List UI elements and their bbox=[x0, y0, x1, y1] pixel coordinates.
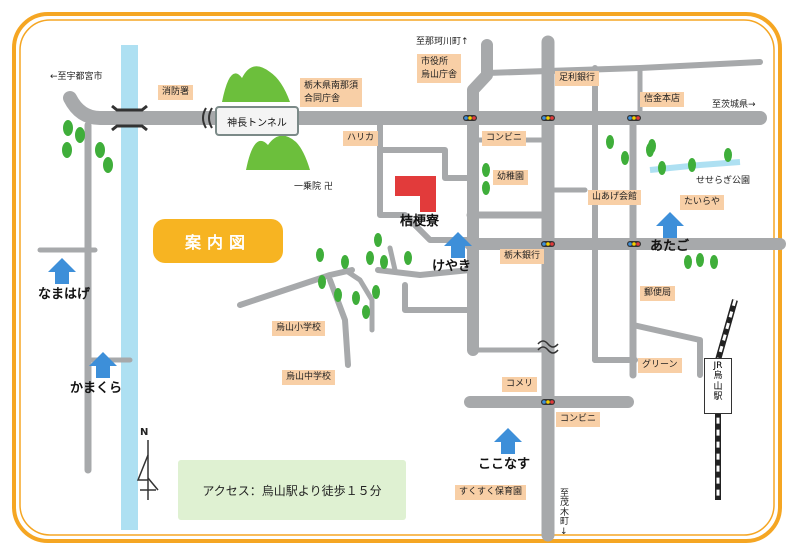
traffic-lights bbox=[463, 115, 641, 405]
north-label: N bbox=[140, 427, 149, 438]
access-info: アクセス：烏山駅より徒歩１５分 bbox=[178, 460, 406, 520]
jr-station-4: 駅 bbox=[713, 392, 723, 403]
jr-station-2: 烏 bbox=[713, 371, 723, 382]
landmark-post-office: 郵便局 bbox=[640, 286, 676, 301]
landmark-ashikaga-bank: 足利銀行 bbox=[555, 71, 600, 86]
kokonasu-icon bbox=[494, 428, 522, 454]
direction-nakagawa: 至那珂川町↑ bbox=[416, 37, 469, 47]
landmark-konbini-2: コンビニ bbox=[556, 412, 601, 427]
landmark-konbini-1: コンビニ bbox=[482, 131, 527, 146]
direction-utsunomiya: ←至宇都宮市 bbox=[50, 72, 103, 82]
landmark-shobosho: 消防署 bbox=[158, 85, 194, 100]
direction-ibaraki: 至茨城県→ bbox=[712, 100, 756, 110]
north-arrow-icon bbox=[136, 440, 159, 500]
facility-atako: あたご bbox=[650, 239, 690, 254]
jr-station-3: 山 bbox=[713, 381, 723, 392]
landmark-city-hall: 市役所烏山庁舎 bbox=[417, 54, 462, 84]
landmark-green: グリーン bbox=[638, 358, 682, 373]
map-title: 案内図 bbox=[153, 219, 283, 263]
landmark-kikyoryo: 桔梗寮 bbox=[400, 214, 440, 229]
facility-namahage: なまはげ bbox=[38, 287, 91, 302]
tunnel-break bbox=[202, 107, 207, 129]
landmark-tochigi-office-1: 栃木県南那須 bbox=[304, 81, 359, 91]
facility-kamakura: かまくら bbox=[70, 381, 123, 396]
landmark-shinkin: 信金本店 bbox=[640, 92, 685, 107]
facility-keyaki: けやき bbox=[432, 259, 472, 274]
map-frame bbox=[12, 12, 782, 543]
landmark-tochigi-bank: 栃木銀行 bbox=[500, 249, 545, 264]
landmark-kindergarten: 幼稚園 bbox=[493, 170, 529, 185]
landmark-city-hall-2: 烏山庁舎 bbox=[421, 69, 458, 80]
landmark-seseragi: せせらぎ公園 bbox=[696, 176, 751, 186]
landmark-ichijoin: 一乗院 卍 bbox=[294, 182, 333, 192]
road-break bbox=[537, 340, 559, 354]
landmark-city-hall-1: 市役所 bbox=[421, 57, 449, 67]
tunnel-label: 神長トンネル bbox=[215, 106, 299, 136]
landmark-tochigi-office: 栃木県南那須合同庁舎 bbox=[300, 78, 363, 108]
facility-kokonasu: ここなす bbox=[478, 457, 531, 472]
landmark-karasuyama-elem: 烏山小学校 bbox=[272, 321, 326, 336]
landmark-sukusuku: すくすく保育園 bbox=[455, 485, 527, 500]
direction-motegi: 至茂木町↓ bbox=[560, 489, 570, 537]
landmark-karasuyama-jhs: 烏山中学校 bbox=[282, 370, 336, 385]
landmark-jr-station: JR 烏 山 駅 bbox=[704, 358, 732, 414]
landmark-harika: ハリカ bbox=[343, 131, 379, 146]
landmark-tochigi-office-2: 合同庁舎 bbox=[304, 93, 341, 104]
landmark-komeri: コメリ bbox=[502, 377, 538, 392]
jr-station-1: JR bbox=[713, 361, 723, 371]
tunnel-break-2 bbox=[208, 107, 213, 129]
river bbox=[121, 45, 138, 530]
mountains bbox=[222, 66, 310, 170]
trees bbox=[62, 120, 732, 319]
stream bbox=[649, 159, 741, 173]
keyaki-icon bbox=[444, 232, 472, 258]
kikyoryo-building bbox=[395, 176, 436, 212]
namahage-icon bbox=[48, 258, 76, 284]
landmark-yamaage: 山あげ会館 bbox=[588, 190, 642, 205]
kamakura-icon bbox=[89, 352, 117, 378]
facility-arrows bbox=[48, 212, 684, 454]
bridge bbox=[111, 104, 148, 132]
map-frame-inner bbox=[19, 19, 775, 536]
landmark-tairaya: たいらや bbox=[680, 195, 725, 210]
atako-icon bbox=[656, 212, 684, 238]
